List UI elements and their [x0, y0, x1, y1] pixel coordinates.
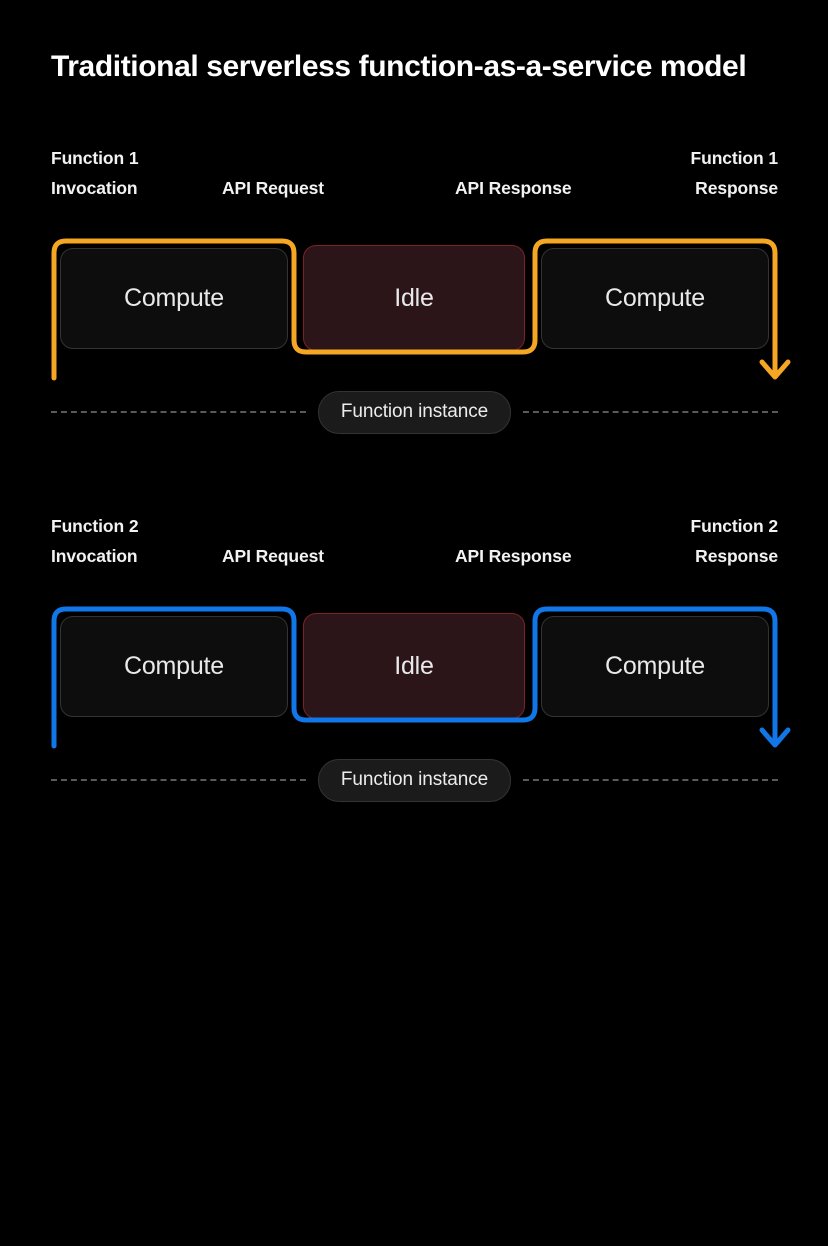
label-line-2: Response [695, 546, 778, 566]
page-title: Traditional serverless function-as-a-ser… [51, 50, 747, 83]
dashed-line-left [51, 411, 306, 413]
idle-box: Idle [303, 245, 525, 351]
label-function-1-invocation: Function 1 Invocation [51, 143, 139, 203]
label-line-1: Function 1 [51, 148, 139, 168]
label-row-function-1: Function 1 Invocation API Request API Re… [51, 143, 778, 203]
label-api-response: API Response [455, 178, 572, 198]
timeline-boxes-function-2: Compute Idle Compute [0, 608, 828, 758]
label-function-2-response: Function 2 Response [690, 511, 779, 571]
label-line-2: Response [695, 178, 778, 198]
label-row-function-2: Function 2 Invocation API Request API Re… [51, 511, 778, 571]
dashed-line-left [51, 779, 306, 781]
compute-box: Compute [541, 616, 769, 717]
idle-box: Idle [303, 613, 525, 719]
label-line-2: Invocation [51, 546, 138, 566]
function-instance-divider-2: Function instance [51, 758, 779, 802]
label-api-request: API Request [222, 546, 324, 566]
label-api-response: API Response [455, 546, 572, 566]
timeline-boxes-function-1: Compute Idle Compute [0, 240, 828, 390]
label-line-1: Function 1 [690, 148, 779, 168]
label-function-1-response: Function 1 Response [690, 143, 779, 203]
label-api-request: API Request [222, 178, 324, 198]
dashed-line-right [523, 779, 779, 781]
label-function-2-invocation: Function 2 Invocation [51, 511, 139, 571]
label-line-1: Function 2 [51, 516, 139, 536]
function-instance-pill: Function instance [317, 390, 512, 434]
label-line-2: Invocation [51, 178, 138, 198]
function-instance-pill: Function instance [317, 758, 512, 802]
compute-box: Compute [541, 248, 769, 349]
label-line-1: Function 2 [690, 516, 779, 536]
function-instance-divider-1: Function instance [51, 390, 779, 434]
compute-box: Compute [60, 616, 288, 717]
diagram-canvas: Traditional serverless function-as-a-ser… [0, 50, 828, 802]
dashed-line-right [523, 411, 779, 413]
compute-box: Compute [60, 248, 288, 349]
function-2-flow-path [51, 606, 791, 749]
